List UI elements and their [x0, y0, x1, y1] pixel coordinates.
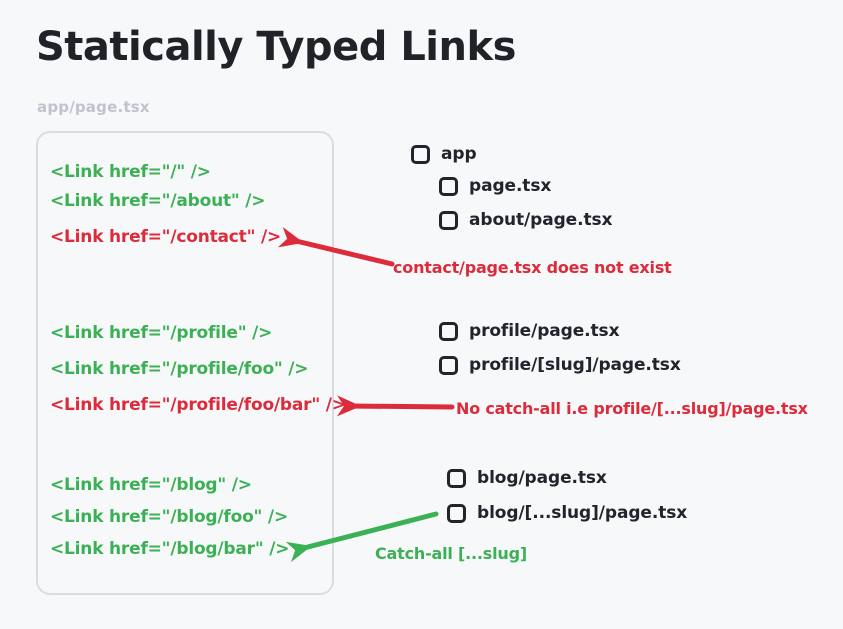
code-line-link-root: <Link href="/" />: [50, 162, 211, 182]
code-line-link-profile-foo-bar: <Link href="/profile/foo/bar" />: [50, 395, 346, 415]
tree-item-app[interactable]: app: [411, 144, 477, 164]
tree-item-label: about/page.tsx: [469, 210, 613, 230]
code-line-link-about: <Link href="/about" />: [50, 191, 266, 211]
tree-item-profile-slug-page-tsx[interactable]: profile/[slug]/page.tsx: [439, 355, 681, 375]
tree-item-label: app: [441, 144, 477, 164]
checkbox-icon[interactable]: [439, 321, 458, 341]
code-line-link-profile-foo: <Link href="/profile/foo" />: [50, 359, 309, 379]
tree-item-label: page.tsx: [469, 176, 552, 196]
tree-item-about-page-tsx[interactable]: about/page.tsx: [439, 210, 612, 230]
tree-item-label: blog/[...slug]/page.tsx: [477, 503, 688, 523]
annotation-contact-missing: contact/page.tsx does not exist: [393, 258, 672, 277]
code-line-link-blog: <Link href="/blog" />: [50, 475, 252, 495]
checkbox-icon[interactable]: [439, 176, 458, 196]
tree-item-label: profile/[slug]/page.tsx: [469, 355, 681, 375]
annotation-no-catch-all: No catch-all i.e profile/[...slug]/page.…: [456, 399, 808, 418]
code-line-link-profile: <Link href="/profile" />: [50, 323, 273, 343]
checkbox-icon[interactable]: [447, 468, 466, 488]
checkbox-icon[interactable]: [447, 503, 466, 523]
arrow-no-catch-all: [336, 395, 455, 417]
page-title: Statically Typed Links: [36, 24, 516, 70]
code-line-link-blog-foo: <Link href="/blog/foo" />: [50, 507, 288, 527]
tree-item-label: profile/page.tsx: [469, 321, 620, 341]
code-panel-file-caption: app/page.tsx: [37, 98, 150, 116]
code-line-link-contact: <Link href="/contact" />: [50, 227, 282, 247]
checkbox-icon[interactable]: [411, 144, 430, 164]
annotation-catch-all: Catch-all [...slug]: [375, 544, 527, 563]
tree-item-profile-page-tsx[interactable]: profile/page.tsx: [439, 321, 620, 341]
code-line-link-blog-bar: <Link href="/blog/bar" />: [50, 539, 290, 559]
tree-item-blog-page-tsx[interactable]: blog/page.tsx: [447, 468, 607, 488]
code-panel: [36, 131, 334, 595]
tree-item-blog-catchall-page-tsx[interactable]: blog/[...slug]/page.tsx: [447, 503, 687, 523]
tree-item-page-tsx[interactable]: page.tsx: [439, 176, 551, 196]
checkbox-icon[interactable]: [439, 210, 458, 230]
tree-item-label: blog/page.tsx: [477, 468, 607, 488]
checkbox-icon[interactable]: [439, 355, 458, 375]
